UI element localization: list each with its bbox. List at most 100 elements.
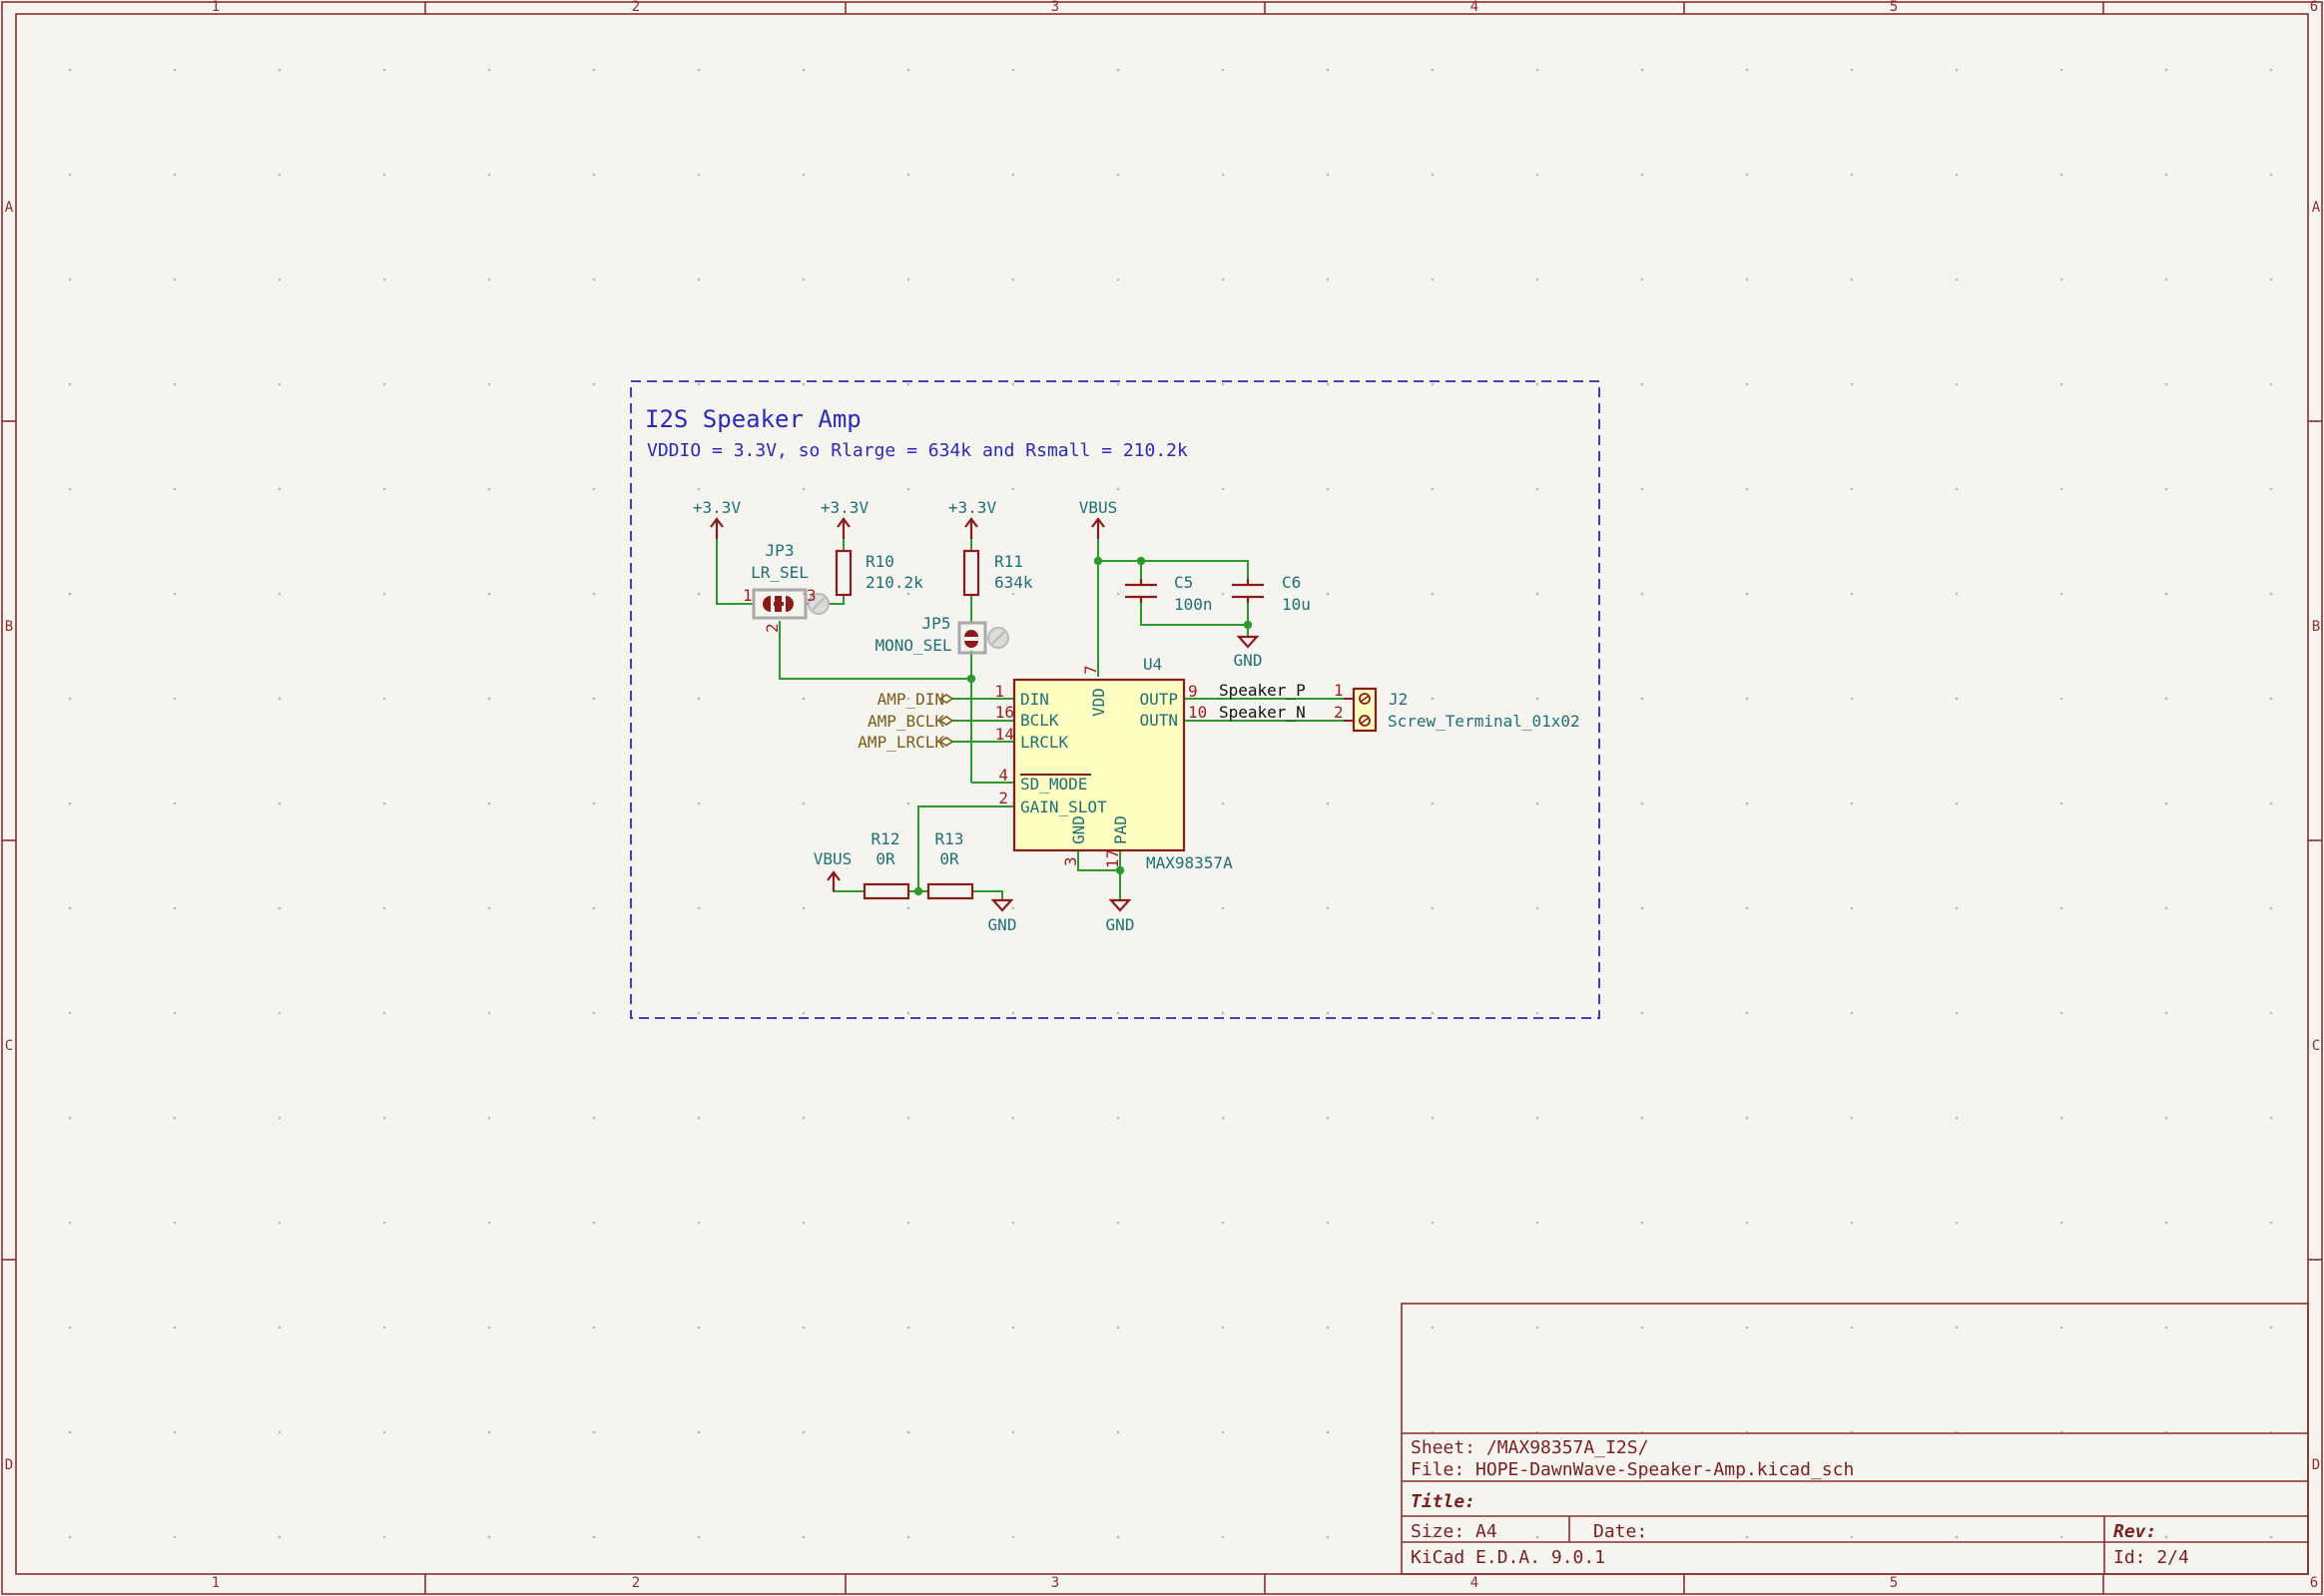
power-symbol-p33-c[interactable]: +3.3V xyxy=(948,498,997,539)
col-label-top-4: 4 xyxy=(1470,0,1478,15)
row-label-right-c: C xyxy=(2312,1038,2320,1054)
power-label-gnd-ic: GND xyxy=(1106,915,1135,934)
global-label-amp-din-text: AMP_DIN xyxy=(877,690,944,709)
jumper-jp5[interactable]: JP5 MONO_SEL xyxy=(874,614,1009,655)
jp5-ref: JP5 xyxy=(922,614,951,633)
power-symbol-vbus-top[interactable]: VBUS xyxy=(1079,498,1118,539)
resistor-r13[interactable]: R13 0R xyxy=(926,829,974,900)
power-label-gnd-left: GND xyxy=(988,915,1017,934)
title-block-tool: KiCad E.D.A. 9.0.1 xyxy=(1411,1547,1605,1568)
jp3-ref: JP3 xyxy=(766,541,795,560)
u4-pin-gnd-name: GND xyxy=(1069,815,1088,844)
resistor-r12[interactable]: R12 0R xyxy=(863,829,910,900)
row-label-left-a: A xyxy=(5,200,14,216)
power-label-p33-c: +3.3V xyxy=(948,498,997,517)
resistor-r11[interactable]: R11 634k xyxy=(962,549,1033,597)
jp3-pin2: 2 xyxy=(763,623,782,633)
col-label-bottom-3: 3 xyxy=(1051,1575,1059,1591)
global-label-amp-din[interactable]: AMP_DIN xyxy=(877,690,954,709)
u4-pin-sd-mode-num: 4 xyxy=(998,766,1008,785)
r11-ref: R11 xyxy=(994,552,1023,571)
title-block: Sheet: /MAX98357A_I2S/ File: HOPE-DawnWa… xyxy=(1401,1303,2309,1575)
col-label-bottom-2: 2 xyxy=(632,1575,640,1591)
j2-pin1: 1 xyxy=(1334,681,1344,700)
row-label-left-b: B xyxy=(5,619,13,635)
r12-value: 0R xyxy=(875,849,895,868)
group-box[interactable] xyxy=(630,380,1600,1019)
title-block-title: Title: xyxy=(1411,1491,1475,1512)
col-label-bottom-4: 4 xyxy=(1470,1575,1478,1591)
u4-pin-bclk-num: 16 xyxy=(995,703,1014,722)
j2-ref: J2 xyxy=(1389,690,1408,709)
net-label-speaker-p[interactable]: Speaker_P xyxy=(1219,681,1306,700)
ic-u4[interactable]: U4 MAX98357A DIN 1 BCLK 16 LRCLK 14 SD_M… xyxy=(994,655,1233,872)
col-label-top-3: 3 xyxy=(1051,0,1059,15)
jp3-pin3: 3 xyxy=(807,586,817,605)
junctions xyxy=(913,556,1253,896)
power-symbol-vbus-left[interactable]: VBUS xyxy=(814,849,853,891)
u4-pin-outn-name: OUTN xyxy=(1139,711,1178,730)
jp3-pin1: 1 xyxy=(743,586,753,605)
col-label-top-2: 2 xyxy=(632,0,640,15)
row-label-right-b: B xyxy=(2312,619,2320,635)
connector-j2[interactable]: 1 2 J2 Screw_Terminal_01x02 xyxy=(1334,681,1580,733)
r10-ref: R10 xyxy=(866,552,894,571)
r13-ref: R13 xyxy=(935,829,964,848)
power-symbol-gnd-ic[interactable]: GND xyxy=(1106,898,1135,934)
u4-pin-lrclk-name: LRCLK xyxy=(1020,733,1069,752)
u4-pin-outp-name: OUTP xyxy=(1139,690,1178,709)
row-label-right-d: D xyxy=(2312,1457,2320,1473)
c5-value: 100n xyxy=(1174,595,1213,614)
j2-value: Screw_Terminal_01x02 xyxy=(1388,712,1580,731)
u4-pin-pad-num: 17 xyxy=(1103,849,1122,868)
u4-ref: U4 xyxy=(1143,655,1162,674)
u4-pin-gain-slot-name: GAIN_SLOT xyxy=(1020,798,1107,816)
u4-pin-vdd-name: VDD xyxy=(1089,688,1108,717)
net-label-speaker-n[interactable]: Speaker_N xyxy=(1219,703,1306,722)
row-label-left-d: D xyxy=(5,1457,13,1473)
title-block-size: Size: A4 xyxy=(1411,1521,1497,1542)
capacitor-c5[interactable]: C5 100n xyxy=(1125,573,1213,614)
u4-pin-outp-num: 9 xyxy=(1188,682,1198,701)
col-label-bottom-1: 1 xyxy=(212,1575,220,1591)
col-label-top-6: 6 xyxy=(2310,0,2318,15)
title-block-rev: Rev: xyxy=(2113,1521,2156,1542)
global-label-amp-lrclk[interactable]: AMP_LRCLK xyxy=(858,733,954,752)
u4-pin-lrclk-num: 14 xyxy=(995,725,1014,744)
col-label-bottom-5: 5 xyxy=(1890,1575,1898,1591)
title-block-id: Id: 2/4 xyxy=(2113,1547,2189,1568)
c6-ref: C6 xyxy=(1282,573,1301,592)
row-label-left-c: C xyxy=(5,1038,13,1054)
u4-pin-gnd-num: 3 xyxy=(1061,856,1080,866)
r11-value: 634k xyxy=(994,573,1033,592)
col-label-top-1: 1 xyxy=(212,0,220,15)
u4-value: MAX98357A xyxy=(1146,853,1233,872)
u4-pin-din-name: DIN xyxy=(1020,690,1049,709)
power-label-gnd-caps: GND xyxy=(1234,651,1263,670)
group-title: I2S Speaker Amp xyxy=(645,405,862,433)
u4-pin-bclk-name: BCLK xyxy=(1020,711,1059,730)
power-symbol-p33-b[interactable]: +3.3V xyxy=(821,498,870,539)
r12-ref: R12 xyxy=(872,829,900,848)
c5-ref: C5 xyxy=(1174,573,1193,592)
u4-pin-pad-name: PAD xyxy=(1111,815,1130,844)
power-symbol-p33-a[interactable]: +3.3V xyxy=(693,498,742,539)
power-symbol-gnd-left[interactable]: GND xyxy=(988,898,1017,934)
global-label-amp-bclk[interactable]: AMP_BCLK xyxy=(868,712,954,731)
power-symbol-gnd-caps[interactable]: GND xyxy=(1234,635,1263,670)
jumper-jp3[interactable]: JP3 LR_SEL 1 3 2 xyxy=(743,541,830,633)
power-label-vbus-left: VBUS xyxy=(814,849,853,868)
title-block-file: File: HOPE-DawnWave-Speaker-Amp.kicad_sc… xyxy=(1411,1459,1854,1480)
resistor-r10[interactable]: R10 210.2k xyxy=(835,549,923,597)
u4-pin-outn-num: 10 xyxy=(1188,703,1207,722)
row-label-right-a: A xyxy=(2312,200,2321,216)
r10-value: 210.2k xyxy=(866,573,923,592)
title-block-sheet: Sheet: /MAX98357A_I2S/ xyxy=(1411,1437,1648,1458)
col-label-top-5: 5 xyxy=(1890,0,1898,15)
jp3-value: LR_SEL xyxy=(751,563,809,582)
capacitor-c6[interactable]: C6 10u xyxy=(1232,573,1311,614)
u4-pin-din-num: 1 xyxy=(994,682,1004,701)
u4-pin-sd-mode-name: SD_MODE xyxy=(1020,775,1087,794)
